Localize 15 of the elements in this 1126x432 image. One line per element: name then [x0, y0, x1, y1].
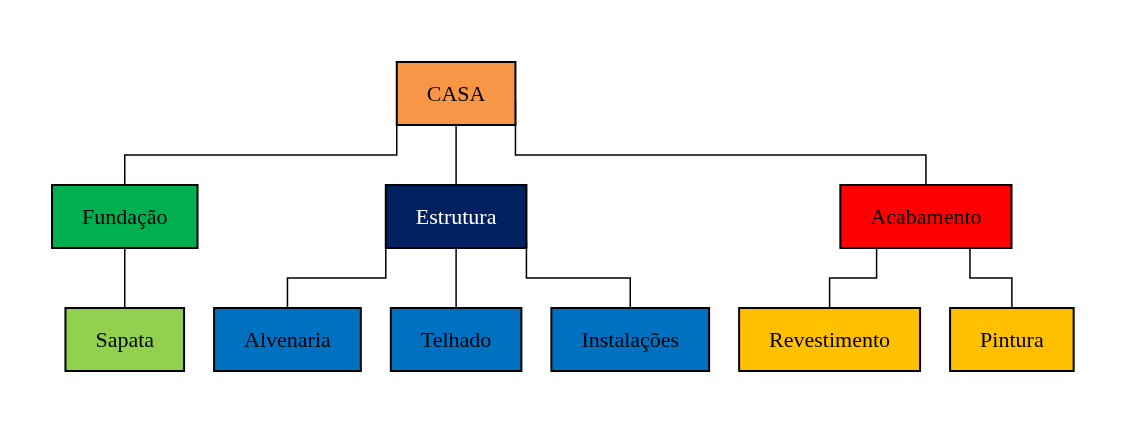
node-box: Sapata [64, 306, 186, 372]
node-box: Telhado [390, 306, 523, 372]
node-box: Revestimento [738, 306, 922, 372]
connector [124, 246, 126, 309]
node-box: Fundação [51, 183, 199, 249]
node-box: Alvenaria [213, 306, 362, 372]
node-box: Pintura [949, 306, 1075, 372]
node-box: Estrutura [384, 183, 528, 249]
connector [455, 123, 457, 186]
connector [455, 246, 457, 309]
node-box: CASA [395, 60, 517, 126]
node-box: Instalações [550, 306, 711, 372]
node-box: Acabamento [839, 183, 1013, 249]
connector [969, 246, 1013, 309]
connector [829, 246, 878, 309]
